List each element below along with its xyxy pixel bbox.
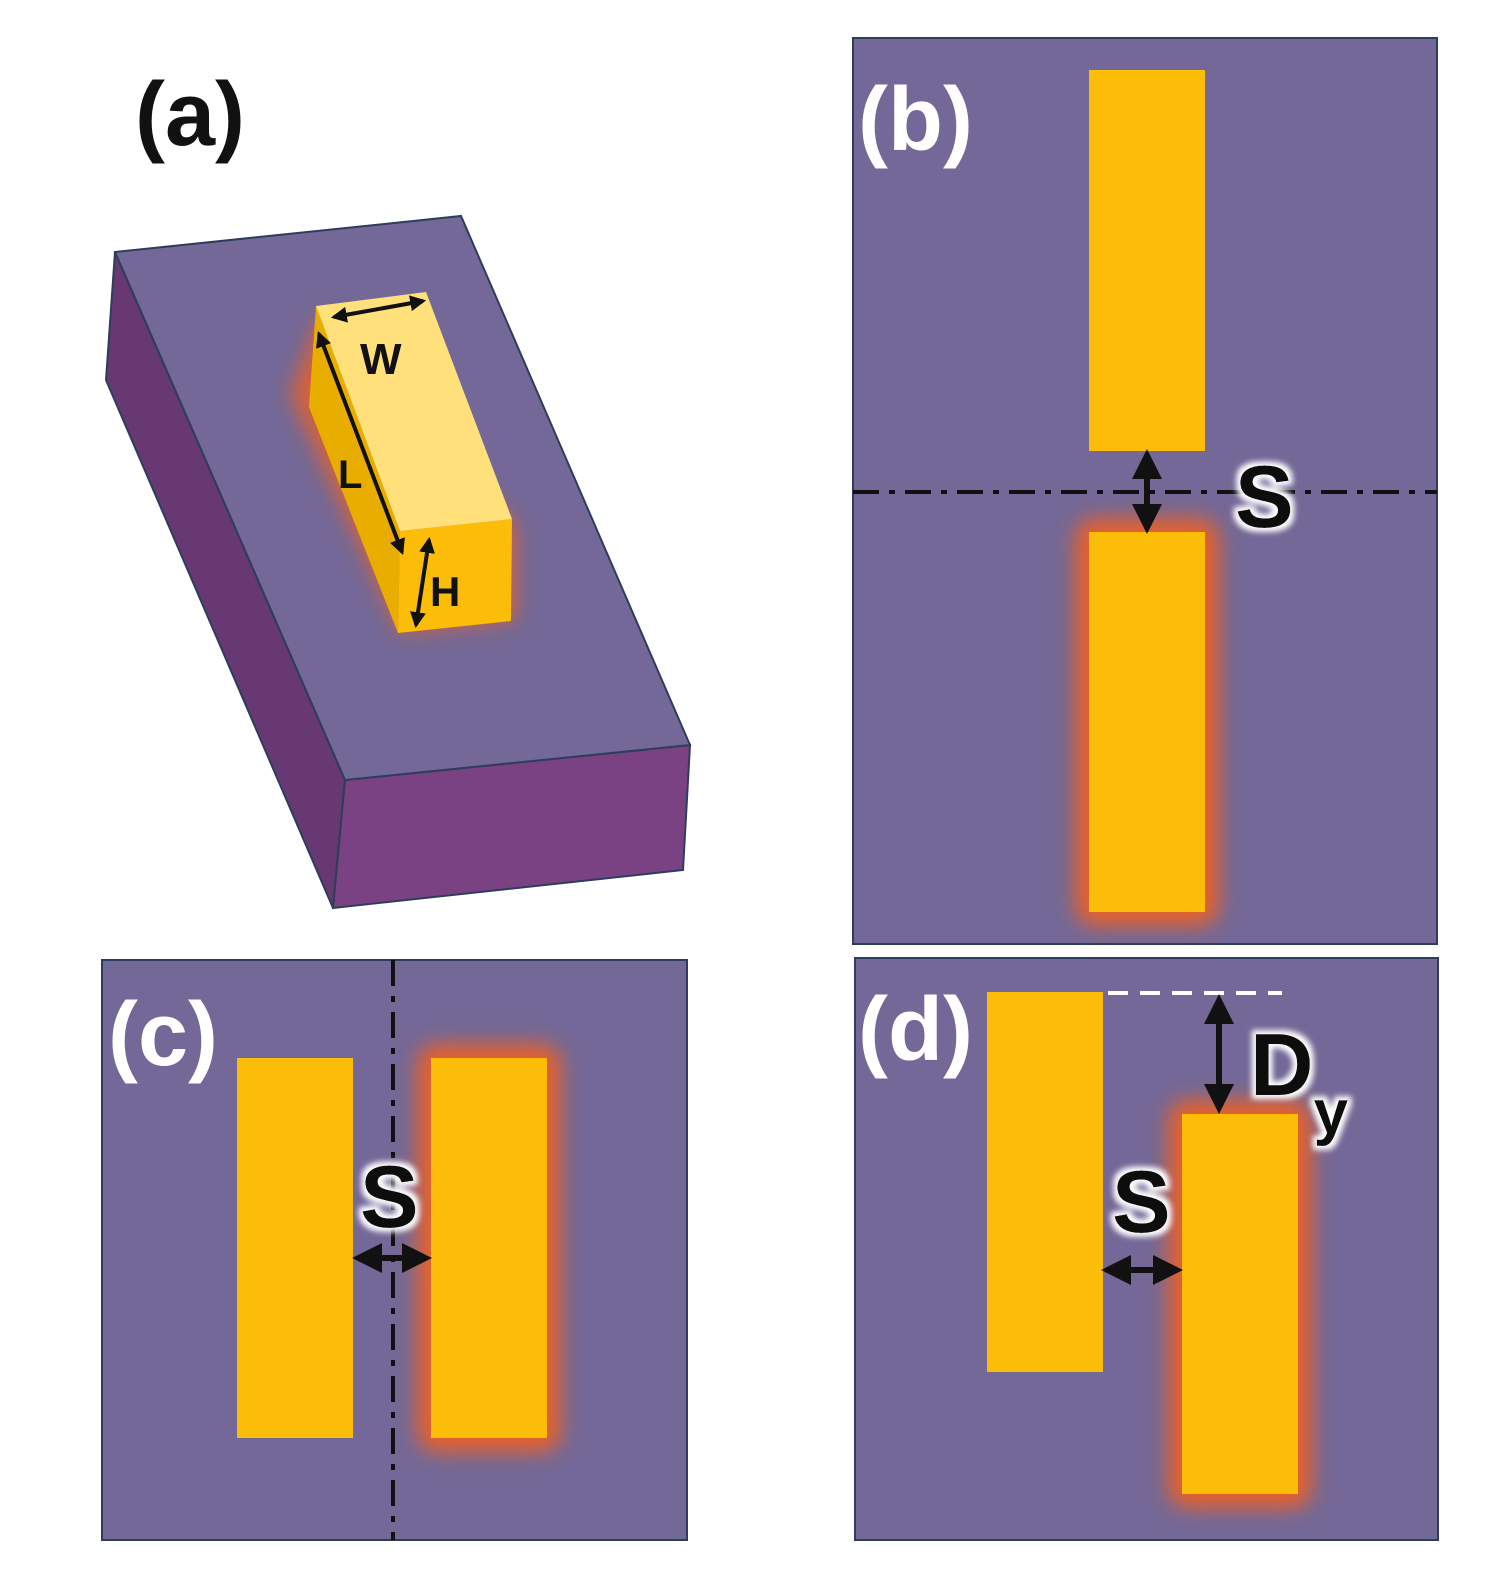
panel-c-label: (c): [108, 985, 218, 1085]
width-arrow: [330, 295, 427, 323]
offset-label-main: D: [1250, 1015, 1314, 1114]
height-label: H: [430, 568, 460, 615]
nanorod-top: [1089, 70, 1205, 451]
nanorod-left: [987, 992, 1103, 1372]
nanorod-right: [431, 1058, 547, 1438]
panel-c: (c) S: [101, 959, 688, 1541]
panel-d: (d) Dy S: [854, 957, 1439, 1541]
gap-label: S: [360, 1147, 419, 1246]
nanorod-bottom: [1089, 532, 1205, 912]
length-label: L: [338, 453, 362, 497]
gap-label: S: [1112, 1152, 1171, 1251]
nanorod-left: [237, 1058, 353, 1438]
length-arrow: [316, 331, 405, 555]
panel-d-label: (d): [858, 980, 973, 1080]
width-label: W: [360, 335, 402, 384]
nanorod-right: [1182, 1114, 1298, 1494]
gap-label: S: [1235, 447, 1294, 546]
offset-label: Dy: [1250, 1015, 1349, 1147]
panel-d-substrate: [854, 957, 1439, 1541]
height-arrow: [410, 536, 435, 629]
panel-a: (a) W L H: [104, 65, 692, 910]
panel-a-label: (a): [135, 65, 245, 165]
offset-label-subscript: y: [1314, 1078, 1349, 1147]
panel-b-label: (b): [858, 70, 973, 170]
panel-b: (b) S: [852, 37, 1438, 945]
